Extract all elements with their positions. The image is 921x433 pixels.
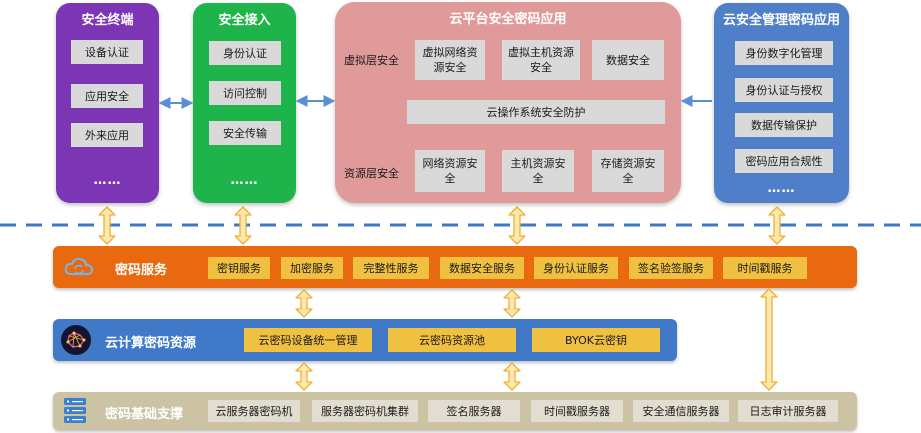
- data-security-service: 数据安全服务: [440, 257, 524, 279]
- mgmt-more: ……: [767, 181, 796, 196]
- virtual-layer-label: 虚拟层安全: [344, 54, 399, 67]
- mgmt-item-auth-authorization: 身份认证与授权: [735, 78, 833, 102]
- cloud-sync-icon: [63, 254, 95, 280]
- crypto-service-band: 密码服务 密钥服务 加密服务 完整性服务 数据安全服务 身份认证服务 签名验签服…: [53, 246, 857, 288]
- access-title: 安全接入: [218, 13, 271, 28]
- timestamp-server: 时间戳服务器: [531, 400, 623, 422]
- brain-network-icon: [60, 324, 92, 356]
- access-item-identity-auth: 身份认证: [209, 41, 281, 65]
- vertical-arrow-cloud-app: [508, 206, 526, 245]
- resource-layer-label: 资源层安全: [344, 167, 399, 180]
- vertical-arrow-terminal: [98, 206, 116, 245]
- vertical-arrow-access: [234, 206, 252, 245]
- integrity-service: 完整性服务: [353, 257, 429, 279]
- vertical-arrow-service-support-long: [760, 288, 778, 391]
- crypto-service-title: 密码服务: [115, 263, 168, 278]
- access-item-secure-transport: 安全传输: [209, 121, 281, 145]
- terminal-more: ……: [93, 173, 122, 188]
- terminal-panel: 安全终端 设备认证 应用安全 外来应用 ……: [56, 3, 159, 203]
- encryption-service: 加密服务: [281, 257, 343, 279]
- mgmt-item-data-transport-protection: 数据传输保护: [735, 113, 833, 137]
- vertical-arrow-service-resource-right: [503, 289, 521, 318]
- cloud-server-crypto-machine: 云服务器密码机: [208, 400, 300, 422]
- terminal-item-external-app: 外来应用: [71, 123, 143, 147]
- virtual-network-resource-security: 虚拟网络资源安全: [415, 40, 485, 80]
- cloud-app-title: 云平台安全密码应用: [449, 12, 567, 27]
- access-panel: 安全接入 身份认证 访问控制 安全传输 ……: [193, 3, 296, 203]
- virtual-host-resource-security: 虚拟主机资源安全: [502, 40, 580, 80]
- sign-verify-service: 签名验签服务: [629, 257, 713, 279]
- storage-resource-security: 存储资源安全: [592, 150, 664, 192]
- network-resource-security: 网络资源安全: [415, 150, 485, 192]
- server-rack-icon: [63, 397, 87, 425]
- timestamp-service: 时间戳服务: [723, 257, 807, 279]
- mgmt-panel: 云安全管理密码应用 身份数字化管理 身份认证与授权 数据传输保护 密码应用合规性…: [714, 3, 849, 203]
- vertical-arrow-service-resource-left: [295, 289, 313, 318]
- mgmt-item-identity-digitalization: 身份数字化管理: [735, 41, 833, 65]
- terminal-item-app-security: 应用安全: [71, 84, 143, 108]
- identity-auth-service: 身份认证服务: [534, 257, 618, 279]
- data-security: 数据安全: [592, 40, 664, 80]
- host-resource-security: 主机资源安全: [502, 150, 574, 192]
- cloud-app-panel: 云平台安全密码应用 虚拟层安全 虚拟网络资源安全 虚拟主机资源安全 数据安全 云…: [335, 2, 681, 203]
- server-crypto-cluster: 服务器密码机集群: [312, 400, 418, 422]
- vertical-arrow-mgmt: [768, 206, 786, 245]
- secure-communication-server: 安全通信服务器: [633, 400, 729, 422]
- log-audit-server: 日志审计服务器: [738, 400, 838, 422]
- signature-server: 签名服务器: [428, 400, 520, 422]
- vertical-arrow-resource-support-right: [503, 362, 521, 391]
- byok-cloud-key: BYOK云密钥: [532, 328, 660, 352]
- support-band: 密码基础支撑 云服务器密码机 服务器密码机集群 签名服务器 时间戳服务器 安全通…: [53, 392, 857, 430]
- cloud-resource-title: 云计算密码资源: [105, 336, 197, 351]
- cloud-os-protection: 云操作系统安全防护: [407, 100, 665, 124]
- mgmt-title: 云安全管理密码应用: [722, 13, 840, 28]
- terminal-item-device-auth: 设备认证: [71, 40, 143, 64]
- access-more: ……: [230, 173, 259, 188]
- access-item-access-control: 访问控制: [209, 81, 281, 105]
- vertical-arrow-resource-support-left: [295, 362, 313, 391]
- crypto-resource-pool: 云密码资源池: [388, 328, 516, 352]
- cloud-resource-band: 云计算密码资源 云密码设备统一管理 云密码资源池 BYOK云密钥: [53, 319, 677, 361]
- crypto-device-management: 云密码设备统一管理: [244, 328, 372, 352]
- support-title: 密码基础支撑: [105, 407, 184, 422]
- terminal-title: 安全终端: [81, 13, 134, 28]
- mgmt-item-compliance: 密码应用合规性: [735, 149, 833, 173]
- key-service: 密钥服务: [208, 257, 270, 279]
